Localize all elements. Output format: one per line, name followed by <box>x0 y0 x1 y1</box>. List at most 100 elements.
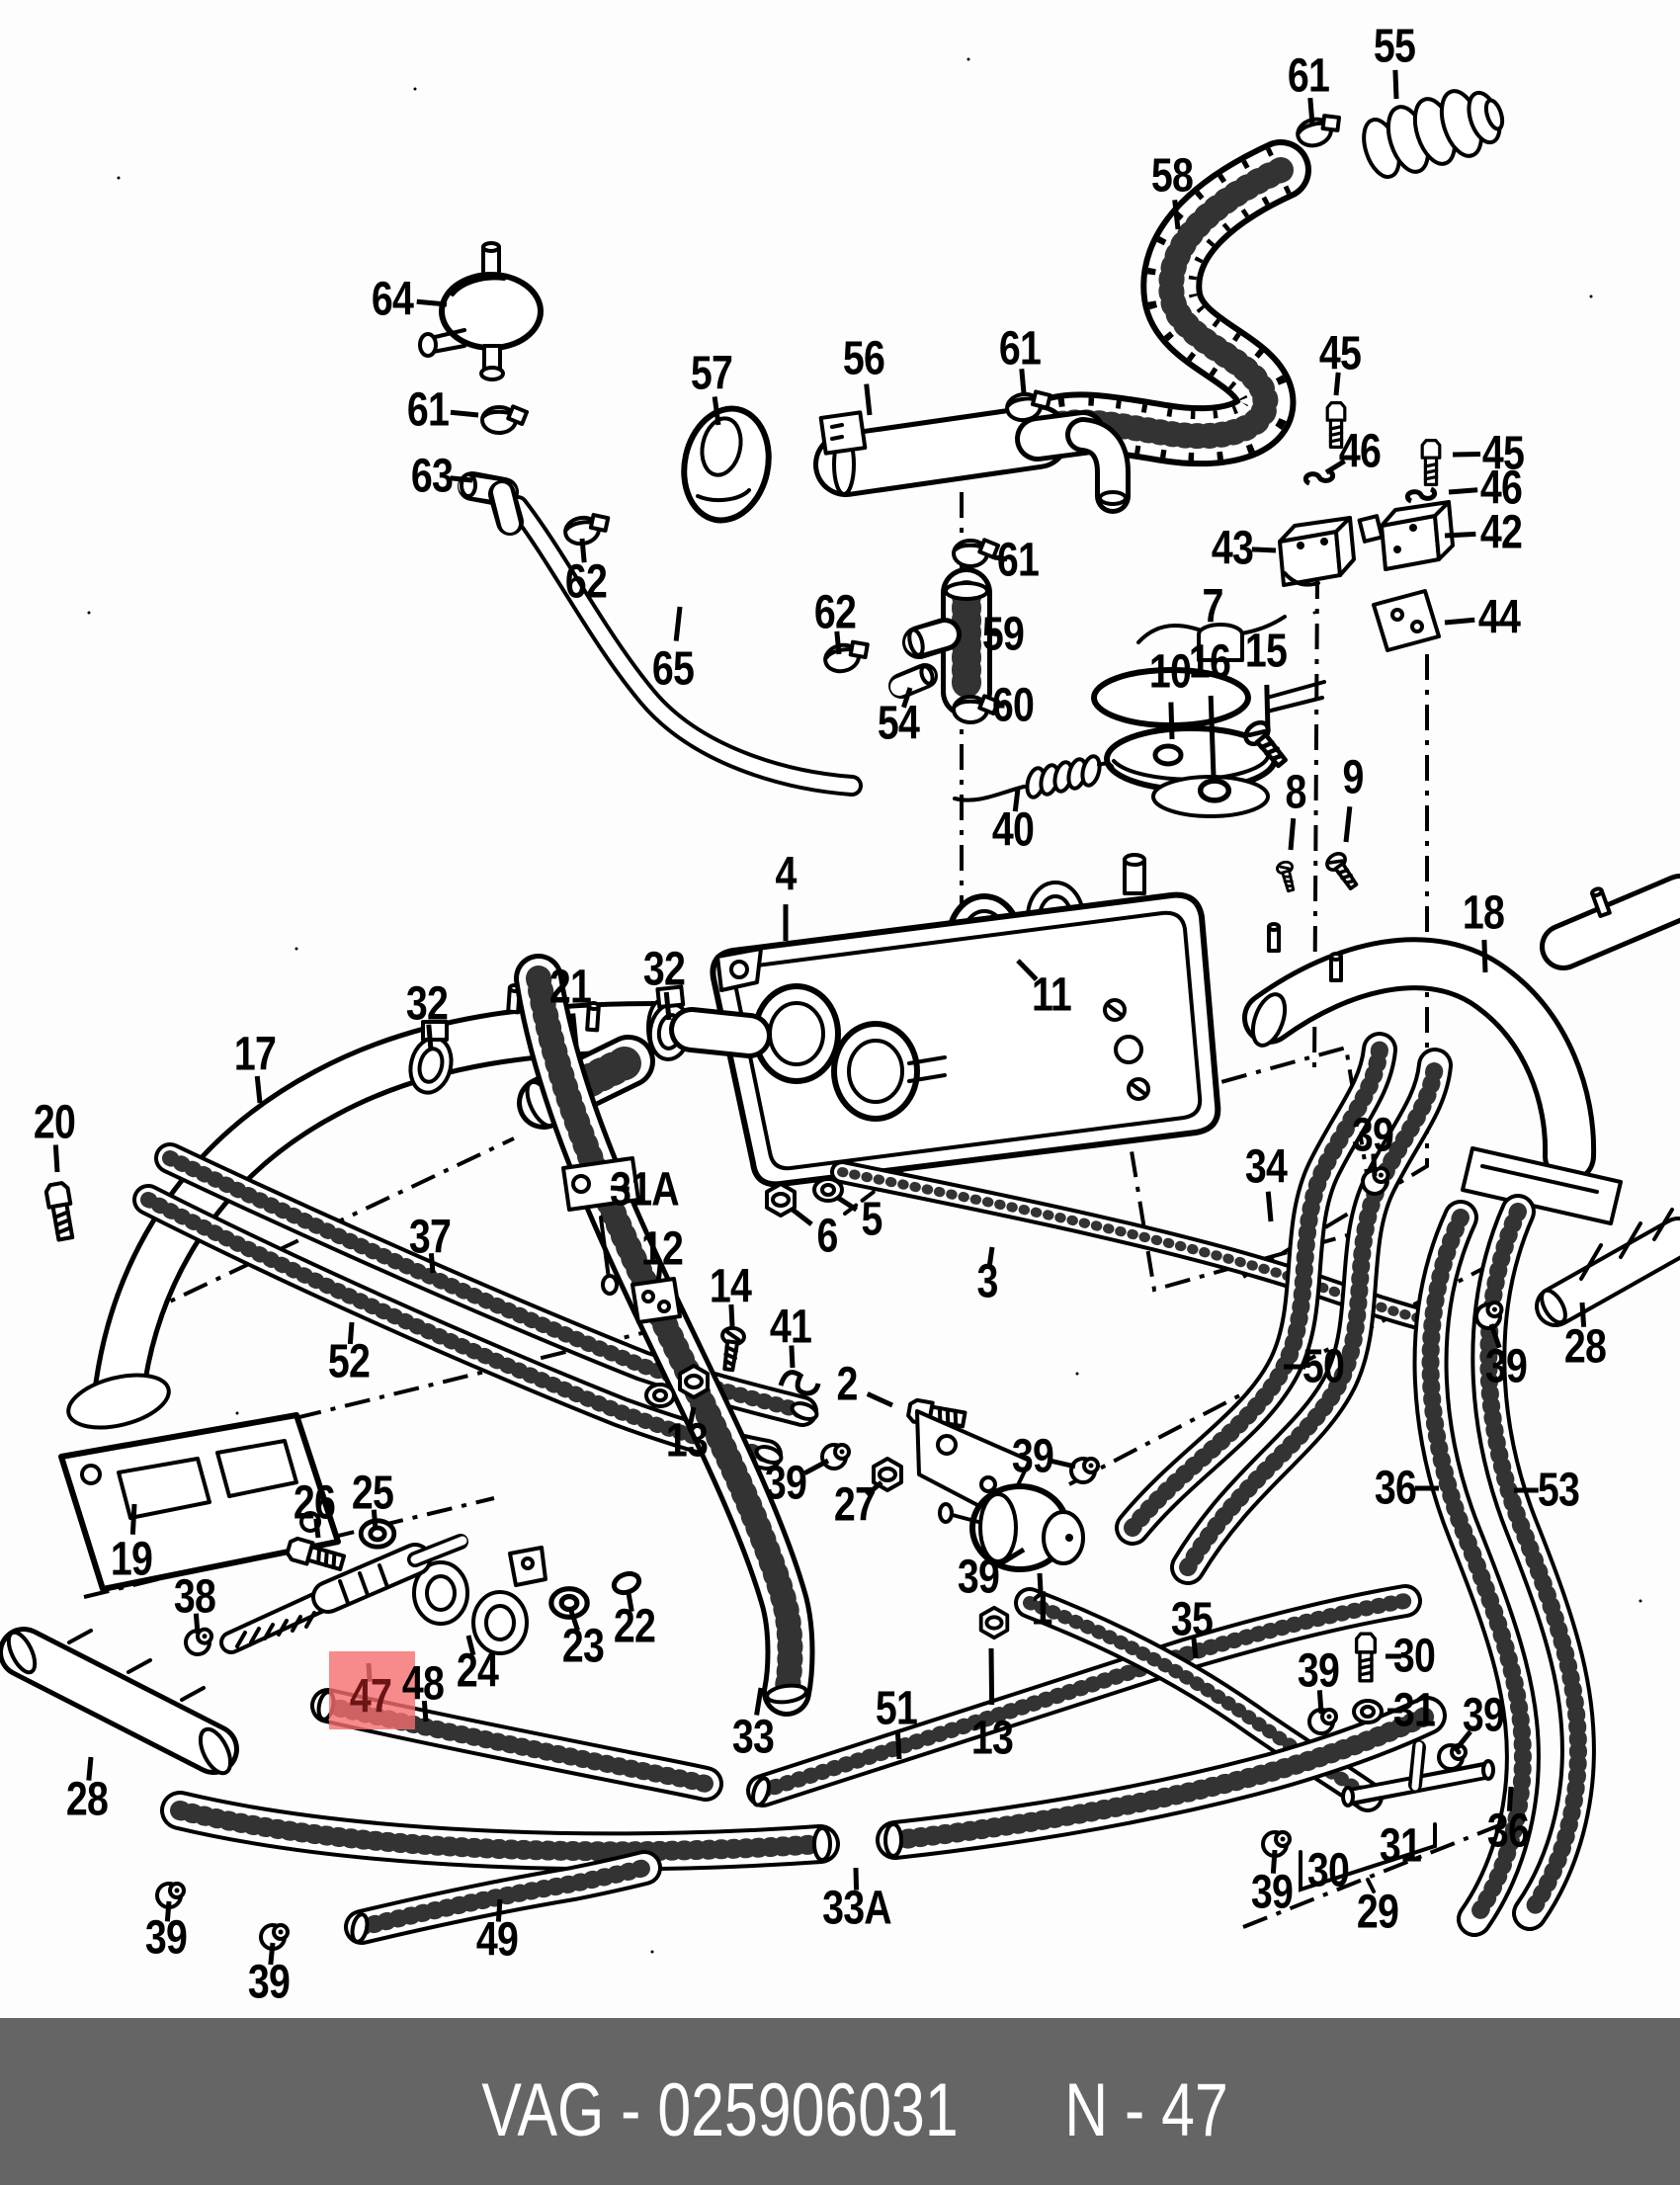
footer-part-number: VAG - 025906031 <box>481 2068 959 2152</box>
part-label-29: 29 <box>1356 1886 1399 1939</box>
part-label-65: 65 <box>651 642 695 696</box>
leader-line-62 <box>834 630 842 655</box>
hose-33A-drawing <box>160 1696 1447 1872</box>
leader-line-39 <box>1050 1459 1076 1470</box>
part-label-61: 61 <box>996 534 1040 587</box>
part-label-39: 39 <box>764 1457 807 1510</box>
part-label-2: 2 <box>836 1358 858 1411</box>
part-label-30: 30 <box>1392 1630 1436 1683</box>
part-label-58: 58 <box>1150 149 1194 203</box>
part-label-53: 53 <box>1537 1464 1580 1517</box>
hose-50-drawing <box>1170 1048 1453 1585</box>
part-label-32: 32 <box>405 977 449 1031</box>
part-label-39: 39 <box>957 1551 1000 1604</box>
leader-line-11 <box>1016 959 1039 981</box>
part-label-27: 27 <box>833 1478 877 1532</box>
part-label-19: 19 <box>110 1533 153 1586</box>
hose-58-drawing <box>1019 139 1311 467</box>
part-label-8: 8 <box>1285 766 1306 819</box>
spring-40-drawing <box>953 754 1115 802</box>
leader-line-57 <box>712 396 721 426</box>
leader-line-40 <box>1012 788 1021 812</box>
part-label-23: 23 <box>561 1620 605 1673</box>
part-label-56: 56 <box>842 332 885 385</box>
part-label-5: 5 <box>861 1193 882 1246</box>
leader-line-37 <box>428 1252 436 1274</box>
part-label-39: 39 <box>1484 1340 1528 1393</box>
part-label-49: 49 <box>475 1913 519 1967</box>
leader-line-51 <box>894 1730 902 1760</box>
leader-line-13 <box>988 1647 995 1706</box>
leader-line-44 <box>1444 617 1475 626</box>
part-label-21: 21 <box>548 961 592 1014</box>
part-label-54: 54 <box>877 697 920 750</box>
leader-line-28 <box>1579 1302 1587 1327</box>
part-label-37: 37 <box>408 1211 452 1264</box>
part-label-3: 3 <box>976 1255 998 1308</box>
leader-line-33 <box>754 1687 764 1716</box>
leader-line-26 <box>313 1518 321 1539</box>
leader-line-2 <box>866 1391 894 1408</box>
part-label-4: 4 <box>775 848 797 901</box>
part-label-18: 18 <box>1462 886 1505 940</box>
leader-line-16 <box>1208 695 1217 778</box>
leader-line-20 <box>52 1144 60 1173</box>
leader-line-38 <box>193 1613 201 1635</box>
part-label-36: 36 <box>1374 1462 1417 1515</box>
leader-line-28 <box>86 1756 94 1781</box>
leader-line-39 <box>1488 1323 1502 1349</box>
valve-47-drawing <box>219 1534 468 1654</box>
part-label-1: 1 <box>1031 1582 1052 1636</box>
leader-line-39 <box>997 1547 1026 1567</box>
part-label-6: 6 <box>816 1210 838 1263</box>
part-label-55: 55 <box>1373 20 1416 73</box>
part-label-7: 7 <box>1202 580 1223 633</box>
part-label-39: 39 <box>1351 1109 1394 1162</box>
part-label-24: 24 <box>456 1644 499 1698</box>
boot-55-drawing <box>1362 89 1505 179</box>
leader-line-23 <box>568 1610 580 1632</box>
part-label-41: 41 <box>769 1301 812 1354</box>
part-label-32: 32 <box>642 943 686 996</box>
bracket-31A-drawing <box>561 1156 640 1296</box>
leader-line-31A <box>610 1185 630 1192</box>
regulator-1-drawing <box>938 1483 1085 1572</box>
part-label-62: 62 <box>813 586 857 639</box>
leader-line-61 <box>450 409 479 418</box>
leader-line-55 <box>1392 69 1399 100</box>
hose-34-drawing <box>1115 1032 1397 1546</box>
part-label-46: 46 <box>1479 462 1523 515</box>
footer-bar: VAG - 025906031 N - 47 <box>0 2018 1680 2185</box>
part-label-61: 61 <box>406 383 450 437</box>
leader-line-1 <box>1037 1572 1044 1593</box>
part-label-11: 11 <box>1032 968 1072 1022</box>
grommet-bracket-24-drawing <box>412 1546 547 1655</box>
leader-line-33A <box>853 1867 860 1891</box>
leader-line-27 <box>865 1480 883 1497</box>
part-label-42: 42 <box>1479 506 1523 559</box>
part-label-26: 26 <box>293 1476 336 1530</box>
tee-29-drawing <box>1341 1740 1495 1807</box>
leader-line-49 <box>495 1898 503 1922</box>
leader-line-39 <box>1270 1849 1278 1874</box>
part-label-38: 38 <box>173 1570 216 1624</box>
valve-56-drawing <box>813 404 1131 514</box>
part-label-47-highlighted: 47 <box>349 1670 392 1723</box>
tee-59-drawing <box>902 567 992 717</box>
part-label-12: 12 <box>640 1222 684 1276</box>
leader-line-39 <box>1316 1690 1324 1715</box>
part-label-20: 20 <box>33 1096 76 1149</box>
grommet-57-drawing <box>681 405 772 524</box>
throttle-assembly-drawing <box>1091 623 1326 818</box>
part-label-30: 30 <box>1306 1844 1350 1897</box>
hose-36-drawing <box>1412 1200 1541 1937</box>
leader-line-10 <box>1168 702 1175 740</box>
part-label-33: 33 <box>731 1711 775 1764</box>
hose-53-drawing <box>1470 1194 1596 1931</box>
part-label-40: 40 <box>991 803 1035 857</box>
part-label-45: 45 <box>1481 427 1525 480</box>
leader-line-24 <box>465 1635 476 1656</box>
